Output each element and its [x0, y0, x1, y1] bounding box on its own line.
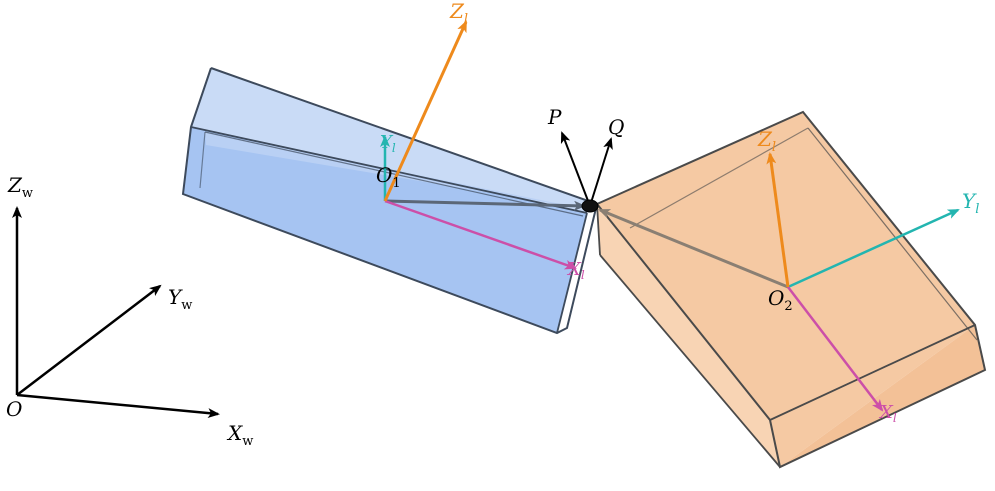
body-2-x-label: Xl: [878, 402, 897, 425]
body-1-top-face: [191, 68, 597, 213]
body-2-origin-label: O2: [768, 286, 793, 314]
body-2-y-label: Yl: [962, 189, 979, 217]
body-2-side-face: [597, 204, 780, 467]
contact-point: P Q: [547, 105, 624, 213]
o2-to-contact-arrow: [598, 208, 789, 289]
body-2-z-label: Zl: [757, 127, 776, 155]
body-1-frame: Zl Yl Xl O1: [376, 0, 585, 282]
body-2-x-axis: [787, 286, 884, 412]
body-1-edge-b: [556, 212, 588, 334]
contact-p-label: P: [547, 105, 562, 129]
o1-to-contact-arrow: [384, 199, 586, 211]
body-1-front-face: [183, 127, 587, 333]
contact-p-arrow: [560, 131, 591, 207]
body-2-edge-c: [599, 254, 781, 468]
body-2-z-axis: [766, 152, 790, 288]
world-z-label: Zw: [7, 173, 33, 201]
body-1-z-axis: [383, 20, 468, 202]
body-2-edge-a: [769, 324, 976, 421]
world-y-axis: [16, 284, 162, 396]
body-2-top-face: [597, 112, 975, 467]
body-1-edge-a: [190, 126, 588, 214]
contact-joint: [581, 199, 599, 213]
body-1-z-label: Zl: [449, 0, 468, 27]
body-1-y-label: Yl: [380, 132, 396, 155]
body-2-edge-e: [629, 127, 809, 229]
body-2-box: [596, 110, 987, 469]
body-1-edge-d: [199, 131, 206, 189]
world-x-label: Xw: [226, 421, 253, 449]
world-x-axis: [16, 393, 220, 419]
body-2-frame: Zl Yl Xl O2: [757, 127, 979, 425]
body-2-edge-d: [807, 127, 978, 341]
body-1-box: [181, 67, 599, 335]
body-2-y-axis: [787, 208, 960, 289]
world-y-label: Yw: [168, 285, 192, 313]
body-2-edge-b: [596, 203, 601, 256]
contact-q-arrow: [589, 137, 613, 207]
world-origin-label: O: [6, 397, 22, 421]
body-2-right-face: [780, 325, 985, 467]
body-1-edge-c: [204, 131, 584, 217]
body-1-x-label: Xl: [566, 259, 585, 282]
world-frame: Zw Yw Xw O: [6, 173, 253, 449]
body-1-origin-label: O1: [376, 163, 401, 191]
body-1-x-axis: [384, 199, 577, 270]
contact-q-label: Q: [608, 115, 624, 139]
